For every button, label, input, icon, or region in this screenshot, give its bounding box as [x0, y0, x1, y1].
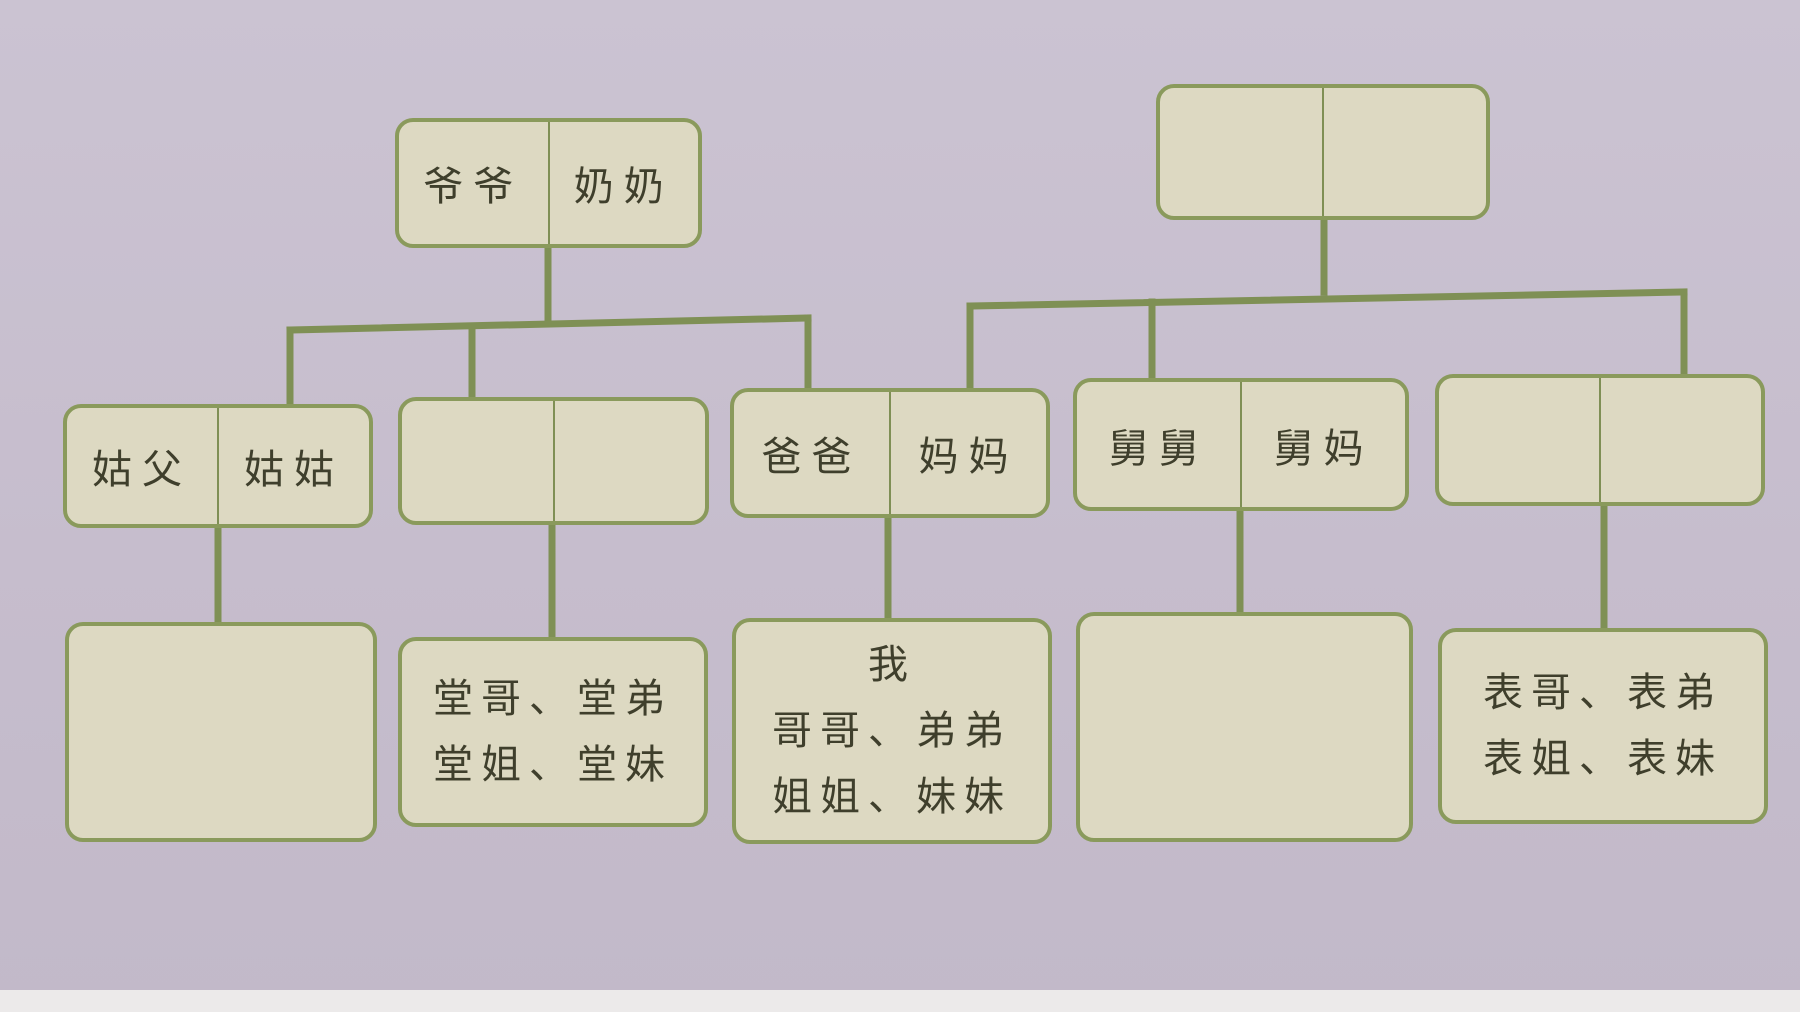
maternal-grandmother-blank: [1324, 88, 1486, 216]
grandfather-label: 爷爷: [423, 164, 524, 210]
paternal-cousins-line-2: 堂姐、堂妹: [433, 742, 673, 788]
maternal-cousins-box: 表哥、表弟 表姐、表妹: [1438, 628, 1768, 824]
maternal-uncle-label: 舅舅: [1108, 425, 1209, 472]
maternal-uncle-children-box: [1076, 612, 1413, 842]
box-divider: [547, 122, 550, 244]
maternal-grandfather-blank: [1160, 88, 1322, 216]
maternal-uncle-couple-box: 舅舅 舅妈: [1073, 378, 1409, 511]
paternal-uncle-couple-box: [398, 397, 709, 525]
paternal-aunt-husband-label: 姑父: [92, 447, 192, 493]
left-tree-bar-line: [286, 314, 812, 334]
box-divider: [552, 401, 555, 521]
box-divider: [1599, 378, 1601, 502]
paternal-uncle-blank: [402, 401, 553, 521]
mother-label: 妈妈: [918, 434, 1019, 480]
me-label: 我: [868, 642, 916, 688]
paternal-grandparents-box: 爷爷 奶奶: [395, 118, 702, 248]
box-divider: [1240, 382, 1242, 507]
siblings-line-1: 哥哥、弟弟: [772, 708, 1012, 754]
paternal-cousins-line-1: 堂哥、堂弟: [433, 676, 673, 722]
father-label: 爸爸: [761, 434, 862, 480]
maternal-aunt-husband-blank: [1601, 378, 1761, 502]
paternal-aunt-children-box: [65, 622, 377, 842]
box-divider: [889, 392, 891, 514]
maternal-cousins-line-2: 表姐、表妹: [1483, 736, 1723, 782]
grandmother-label: 奶奶: [573, 164, 674, 210]
maternal-aunt-blank: [1439, 378, 1599, 502]
box-divider: [1322, 88, 1324, 216]
paternal-aunt-couple-box: 姑父 姑姑: [63, 404, 373, 528]
paternal-aunt-label: 姑姑: [244, 447, 344, 493]
right-tree-bar-line: [966, 288, 1688, 310]
parents-box: 爸爸 妈妈: [730, 388, 1050, 518]
maternal-uncle-wife-label: 舅妈: [1273, 425, 1374, 472]
paternal-uncle-wife-blank: [555, 401, 706, 521]
maternal-cousins-line-1: 表哥、表弟: [1483, 670, 1723, 716]
page-bottom-edge: [0, 990, 1800, 1012]
maternal-grandparents-box: [1156, 84, 1490, 220]
siblings-line-2: 姐姐、妹妹: [772, 774, 1012, 820]
me-and-siblings-box: 我 哥哥、弟弟 姐姐、妹妹: [732, 618, 1052, 844]
box-divider: [217, 408, 219, 524]
maternal-aunt-couple-box: [1435, 374, 1765, 506]
paternal-cousins-box: 堂哥、堂弟 堂姐、堂妹: [398, 637, 708, 827]
